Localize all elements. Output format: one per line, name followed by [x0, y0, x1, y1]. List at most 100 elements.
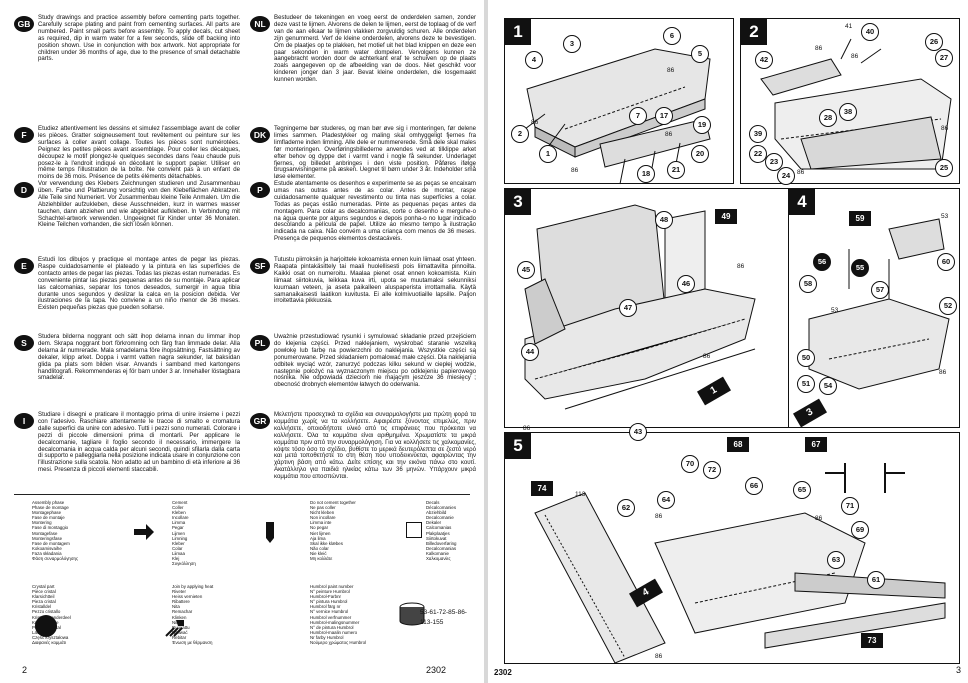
lang-badge-e: E	[14, 258, 34, 274]
lang-text-f: Etudiez attentivement les dessins et sim…	[38, 125, 240, 181]
part-square: 74	[531, 481, 553, 496]
callout: 70	[681, 455, 699, 473]
hull-sides-drawing	[760, 38, 952, 170]
superstructure-drawing	[524, 204, 756, 410]
lang-block-sf: SF Tutustu piirroksiin ja harjoittele ko…	[250, 256, 476, 329]
paint-ref-label: 41	[845, 23, 853, 30]
paint-ref-label: 86	[665, 131, 673, 138]
part-square: 73	[861, 633, 883, 648]
callout: 6	[663, 27, 681, 45]
callout: 47	[619, 299, 637, 317]
lang-block-i: I Studiare i disegni e praticare il mont…	[14, 411, 240, 492]
callout: 62	[617, 499, 635, 517]
legend-divider	[14, 494, 470, 495]
lang-block-e: E Estudi los dibujos y practique el mont…	[14, 256, 240, 329]
lang-block-d: D Vor verwendung des Klebers Zeichnungen…	[14, 180, 240, 251]
callout: 1	[539, 145, 557, 163]
step-1-panel: 1 3 6 4 5 86 2 86 17 7 19 1 86 20 18 21 …	[504, 18, 734, 185]
callout: 17	[655, 107, 673, 125]
lang-text-nl: Bestudeer de tekeningen en voeg eerst de…	[274, 14, 476, 84]
lang-text-gb: Study drawings and practice assembly bef…	[38, 14, 240, 63]
step-5-panel: 5 68 67 70 72 74 113 66 65 64 86 62 71 8…	[504, 432, 960, 664]
paint-ref-label: 86	[703, 353, 711, 360]
paint-ref-label: 53	[831, 307, 839, 314]
page-gutter	[484, 0, 488, 683]
lang-text-e: Estudi los dibujos y practique el montag…	[38, 256, 240, 312]
paint-ref-label: 86	[941, 125, 949, 132]
callout: 43	[629, 423, 647, 441]
callout-crystal: 56	[813, 253, 831, 271]
lang-block-p: P Estude atentamente os desenhos e exper…	[250, 180, 476, 253]
callout: 2	[511, 125, 529, 143]
step-number: 3	[505, 189, 531, 215]
lang-text-p: Estude atentamente os desenhos e experim…	[274, 180, 476, 243]
lang-block-gb: GB Study drawings and practice assembly …	[14, 14, 240, 90]
lang-badge-p: P	[250, 182, 270, 198]
lang-badge-dk: DK	[250, 127, 270, 143]
callout: 45	[517, 261, 535, 279]
left-page-code: 2302	[426, 665, 447, 675]
right-page-code: 2302	[494, 668, 512, 677]
callout: 60	[937, 253, 955, 271]
callout: 26	[925, 33, 943, 51]
callout: 27	[935, 49, 953, 67]
callout: 7	[629, 107, 647, 125]
callout: 19	[693, 116, 711, 134]
lang-text-sf: Tutustu piirroksiin ja harjoittele kokoa…	[274, 256, 476, 305]
callout: 72	[703, 461, 721, 479]
callout: 39	[749, 125, 767, 143]
callout: 21	[667, 161, 685, 179]
lang-block-dk: DK Tegningerne bør studeres, og man bør …	[250, 125, 476, 196]
right-page: 1 3 6 4 5 86 2 86 17 7 19 1 86 20 18 21 …	[488, 0, 968, 683]
step-number: 1	[505, 19, 531, 45]
part-square: 49	[715, 209, 737, 224]
callout: 23	[765, 153, 783, 171]
callout: 28	[819, 109, 837, 127]
paint-ref-label: 86	[851, 53, 859, 60]
lang-badge-gb: GB	[14, 16, 34, 32]
callout: 18	[637, 165, 655, 183]
no-cement-icon	[406, 522, 422, 538]
callout: 24	[777, 167, 795, 185]
callout: 46	[677, 275, 695, 293]
tracks-assembly-drawing	[534, 463, 946, 664]
callout: 50	[797, 349, 815, 367]
callout: 22	[749, 145, 767, 163]
callout: 57	[871, 281, 889, 299]
lang-text-pl: Uważnie przestudiować rysunki i symulowa…	[274, 333, 476, 389]
part-square: 67	[805, 437, 827, 452]
callout: 40	[861, 23, 879, 41]
crystal-part-icon	[35, 615, 57, 637]
lang-badge-pl: PL	[250, 335, 270, 351]
lang-text-dk: Tegningerne bør studeres, og man bør øve…	[274, 125, 476, 181]
paint-ref-label: 86	[737, 263, 745, 270]
callout: 48	[655, 211, 673, 229]
paint-ref-label: 86	[523, 425, 531, 432]
callout: 38	[839, 103, 857, 121]
hull-bottom-drawing	[524, 48, 711, 185]
callout: 51	[797, 375, 815, 393]
paint-ref-label: 86	[531, 119, 539, 126]
lang-text-d: Vor verwendung des Klebers Zeichnungen s…	[38, 180, 240, 229]
paint-ref-label: 53	[941, 213, 949, 220]
callout-crystal: 55	[851, 259, 869, 277]
cement-tube-icon	[266, 522, 274, 543]
step-number: 2	[741, 19, 767, 45]
part-square: 59	[849, 211, 871, 226]
callout: 71	[841, 497, 859, 515]
lang-badge-nl: NL	[250, 16, 270, 32]
right-page-number: 3	[956, 665, 962, 675]
callout: 52	[939, 297, 957, 315]
lang-block-s: S Studera bilderna noggrant och sätt iho…	[14, 333, 240, 406]
callout: 20	[691, 145, 709, 163]
callout: 61	[867, 571, 885, 589]
lang-badge-sf: SF	[250, 258, 270, 274]
lang-text-gr: Μελετήστε προσεχτικά τα σχέδια και συναρ…	[274, 411, 476, 481]
step-3-panel: 3 48 49 45 86 46 47 44 86 43 86 1	[504, 188, 794, 441]
callout: 42	[755, 51, 773, 69]
callout: 5	[691, 45, 709, 63]
